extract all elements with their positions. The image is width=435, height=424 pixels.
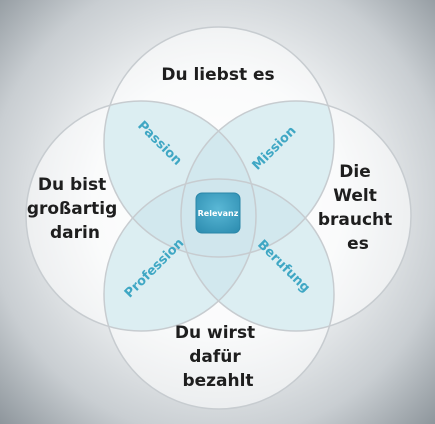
circle-bottom-line-2: dafür (189, 347, 241, 367)
circle-left-line-2: großartig (27, 199, 117, 219)
circle-top-label: Du liebst es (161, 65, 274, 85)
circle-left-labels: Du bist großartig darin (27, 175, 123, 243)
circle-right-line-4: es (347, 234, 369, 254)
circle-bottom-labels: Du wirst dafür bezahlt (175, 323, 261, 391)
circle-bottom-line-3: bezahlt (182, 371, 253, 391)
circle-right-line-3: braucht (318, 210, 392, 230)
circle-left-line-3: darin (50, 223, 100, 243)
center-badge (195, 192, 241, 234)
circle-right-line-1: Die (339, 162, 370, 182)
center-label: Relevanz (198, 209, 239, 218)
circle-right-line-2: Welt (333, 186, 377, 206)
circle-right-labels: Die Welt braucht es (318, 162, 398, 254)
circle-bottom-line-1: Du wirst (175, 323, 255, 343)
circle-left-line-1: Du bist (38, 175, 106, 195)
circle-outlines (25, 26, 412, 410)
overlap-regions (104, 101, 334, 331)
